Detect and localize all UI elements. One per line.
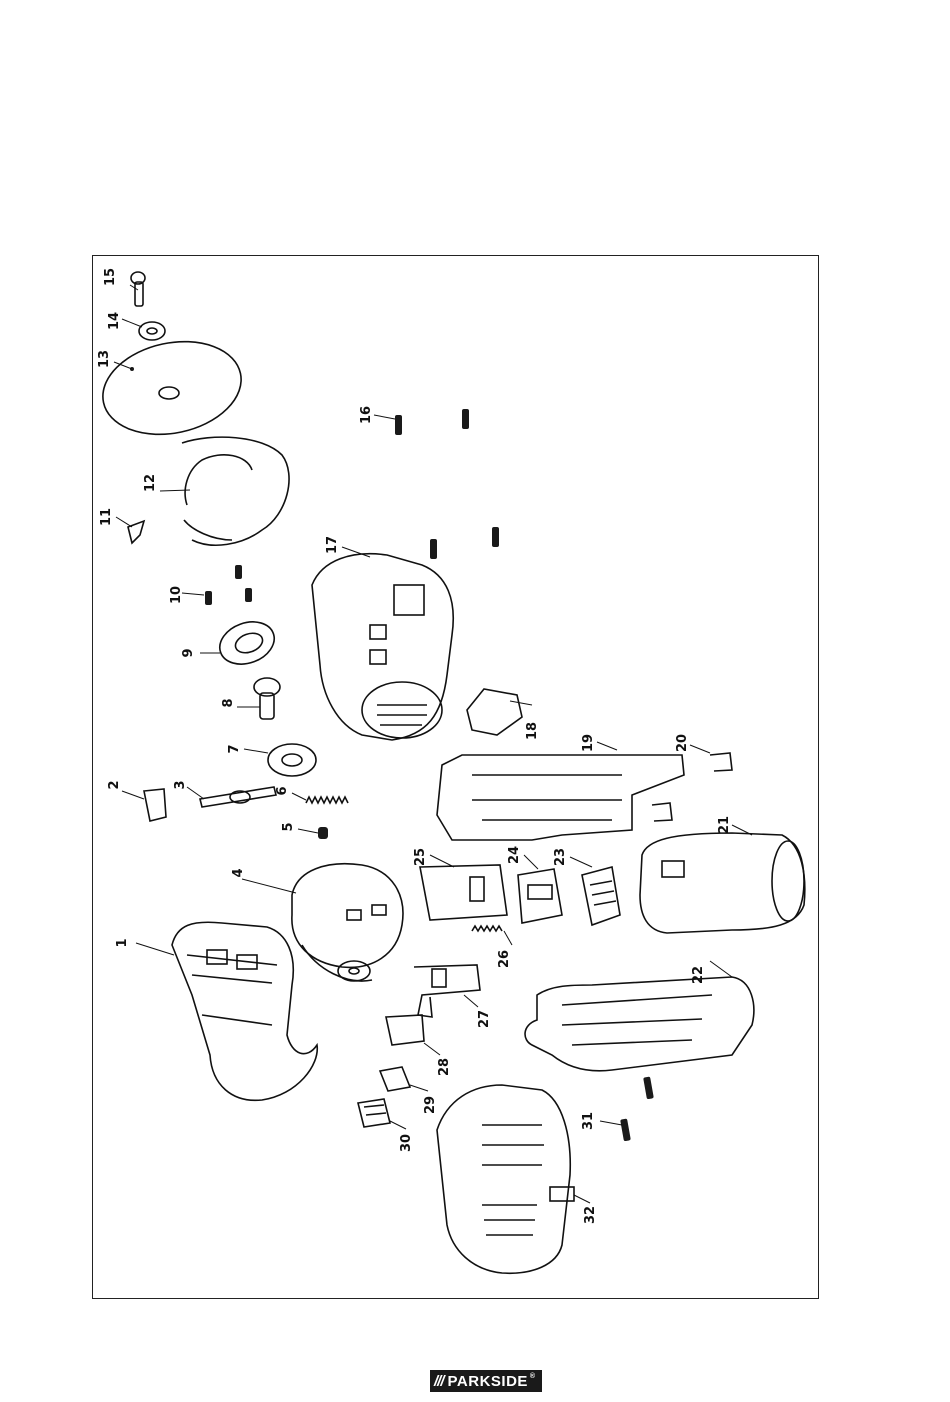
part-label-30: 30: [399, 1134, 414, 1152]
part-label-8: 8: [221, 698, 236, 707]
part-31-screws: [600, 1076, 654, 1141]
part-label-29: 29: [423, 1096, 438, 1114]
part-17-motor-housing: [312, 547, 453, 740]
part-label-18: 18: [525, 722, 540, 740]
part-label-25: 25: [413, 848, 428, 866]
part-label-16: 16: [359, 406, 374, 424]
part-label-24: 24: [507, 846, 522, 864]
part-label-19: 19: [581, 734, 596, 752]
part-label-23: 23: [553, 848, 568, 866]
part-label-32: 32: [583, 1206, 598, 1224]
part-label-2: 2: [107, 780, 122, 789]
part-27-switch: [414, 965, 480, 1017]
part-label-22: 22: [691, 966, 706, 984]
part-21-battery: [640, 825, 805, 933]
part-19-handle-housing: [437, 742, 684, 840]
trademark-symbol: ®: [530, 1373, 536, 1380]
part-30-terminal: [358, 1099, 406, 1129]
part-label-20: 20: [675, 734, 690, 752]
part-12-guard: [160, 437, 289, 545]
part-7-bearing: [244, 744, 316, 776]
part-label-1: 1: [115, 938, 130, 947]
part-label-31: 31: [581, 1112, 596, 1130]
part-18-trigger: [467, 689, 532, 735]
part-28-pad: [386, 1015, 440, 1055]
part-label-13: 13: [97, 350, 112, 368]
part-8-spindle: [237, 678, 280, 719]
part-26-spring: [472, 926, 512, 945]
part-22-lower-housing: [525, 961, 754, 1071]
part-label-9: 9: [181, 648, 196, 657]
brand-mark: ///: [434, 1373, 444, 1390]
part-label-14: 14: [107, 312, 122, 330]
part-11-clip: [116, 517, 144, 543]
part-13-disc: [94, 329, 250, 446]
brand-name: PARKSIDE: [448, 1373, 528, 1390]
part-label-7: 7: [227, 744, 242, 753]
part-23-contact-block: [570, 857, 620, 925]
part-label-3: 3: [173, 780, 188, 789]
part-label-4: 4: [231, 868, 246, 877]
part-16-screws: [374, 409, 499, 559]
part-32-charger: [437, 1085, 590, 1273]
part-9-plate: [200, 615, 280, 672]
part-label-5: 5: [281, 822, 296, 831]
part-29-terminal: [380, 1067, 428, 1091]
exploded-view-diagram: 1234567891011121314151617181920212223242…: [92, 255, 819, 1299]
part-10-screws: [182, 565, 252, 605]
part-14-flange-nut: [122, 319, 165, 340]
part-5-button: [298, 827, 328, 839]
part-label-26: 26: [497, 950, 512, 968]
part-label-21: 21: [717, 816, 732, 834]
part-3-spindle-lock: [187, 787, 276, 807]
part-15-bolt: [130, 272, 145, 306]
part-label-17: 17: [325, 536, 340, 554]
part-label-12: 12: [143, 474, 158, 492]
part-label-6: 6: [275, 786, 290, 795]
parkside-logo: /// PARKSIDE ®: [430, 1370, 542, 1392]
part-label-28: 28: [437, 1058, 452, 1076]
part-label-15: 15: [103, 268, 118, 286]
part-1-housing-half: [136, 922, 317, 1100]
part-label-10: 10: [169, 586, 184, 604]
part-6-spring: [292, 793, 348, 803]
part-label-27: 27: [477, 1010, 492, 1028]
part-25-board: [420, 855, 507, 920]
part-2-cap: [122, 789, 166, 821]
part-label-11: 11: [99, 508, 114, 526]
